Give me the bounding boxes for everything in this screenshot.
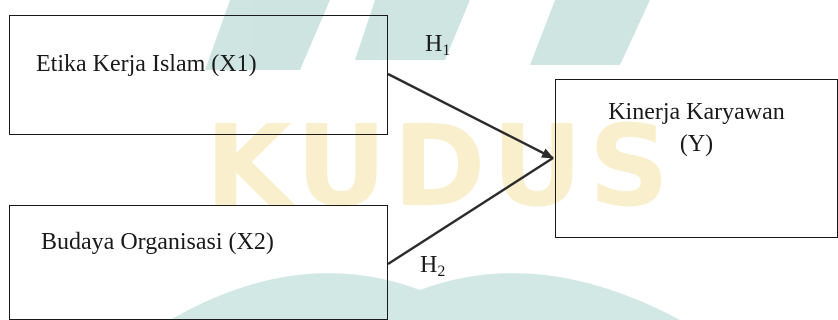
variable-box-x1: Etika Kerja Islam (X1) bbox=[9, 15, 388, 135]
arrow-x2-to-y bbox=[387, 156, 554, 266]
hypothesis-label-h1: H1 bbox=[425, 31, 450, 60]
arrow-x1-to-y bbox=[387, 72, 554, 160]
variable-label-x1: Etika Kerja Islam (X1) bbox=[36, 51, 257, 77]
variable-label-y-line2: (Y) bbox=[679, 131, 714, 158]
hypothesis-label-h2: H2 bbox=[420, 252, 445, 281]
variable-label-y-line1: Kinerja Karyawan bbox=[608, 99, 785, 125]
hypothesis-h1-subscript: 1 bbox=[442, 42, 451, 59]
variable-label-y: Kinerja Karyawan (Y) bbox=[556, 96, 837, 161]
hypothesis-h2-subscript: 2 bbox=[437, 263, 446, 280]
variable-label-x2: Budaya Organisasi (X2) bbox=[41, 229, 274, 255]
variable-box-x2: Budaya Organisasi (X2) bbox=[9, 205, 388, 320]
hypothesis-h2-letter: H bbox=[420, 252, 438, 278]
variable-box-y: Kinerja Karyawan (Y) bbox=[555, 79, 838, 238]
hypothesis-h1-letter: H bbox=[425, 31, 443, 57]
